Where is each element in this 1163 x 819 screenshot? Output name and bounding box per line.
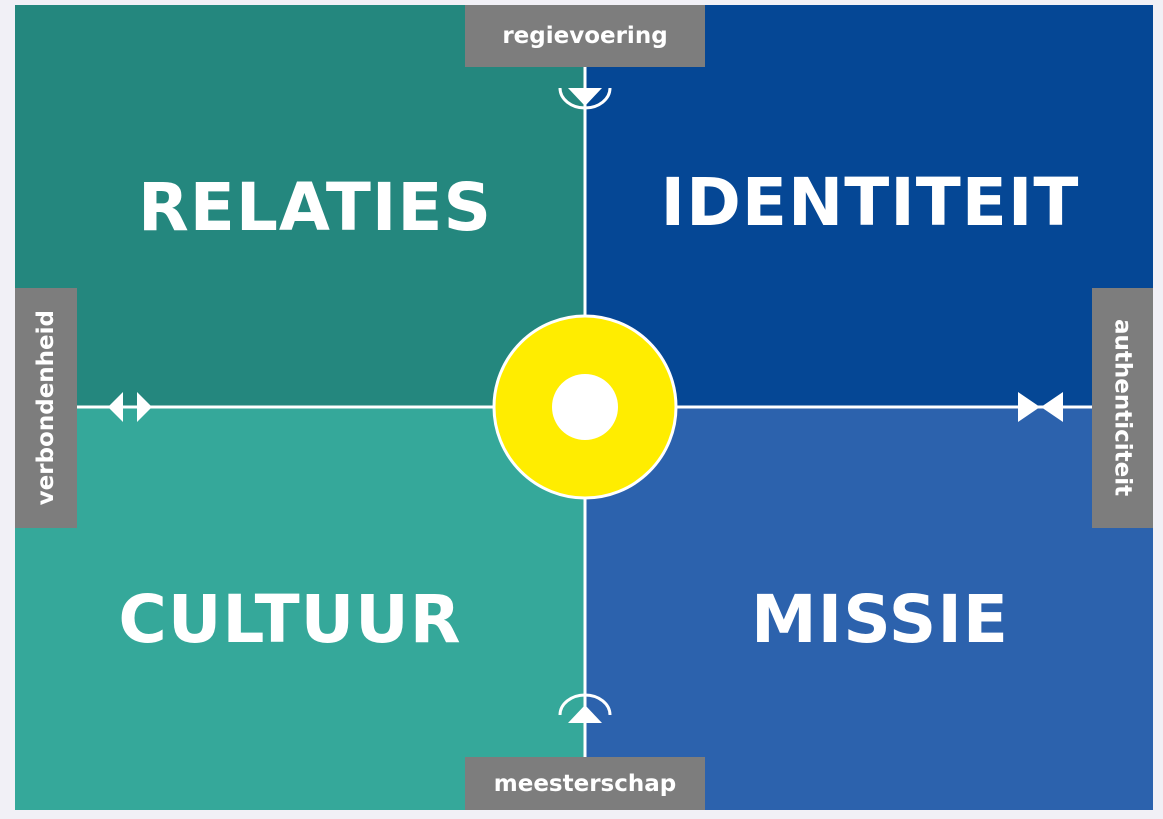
label-missie: MISSIE	[751, 581, 1009, 658]
quadrant-relaties	[15, 5, 585, 407]
label-identiteit: IDENTITEIT	[660, 164, 1080, 241]
quadrant-cultuur	[15, 407, 585, 810]
quadrant-diagram: RELATIES IDENTITEIT CULTUUR MISSIE regie…	[15, 5, 1153, 810]
top-arrow-icon	[558, 87, 612, 110]
tag-verbondenheid-text: verbondenheid	[33, 310, 59, 506]
axes-graphic	[77, 65, 1093, 757]
label-cultuur: CULTUUR	[118, 581, 462, 658]
bottom-arrow-icon	[558, 693, 612, 723]
tag-verbondenheid: verbondenheid	[15, 288, 77, 528]
quadrant-missie	[585, 407, 1153, 810]
quadrant-identiteit	[585, 5, 1153, 407]
left-arrow-icon	[108, 392, 152, 422]
label-relaties: RELATIES	[137, 169, 493, 246]
tag-regievoering: regievoering	[465, 5, 705, 67]
tag-authenticiteit: authenticiteit	[1092, 288, 1153, 528]
center-dot	[552, 374, 618, 440]
right-arrow-icon	[1018, 392, 1063, 422]
tag-meesterschap: meesterschap	[465, 757, 705, 810]
